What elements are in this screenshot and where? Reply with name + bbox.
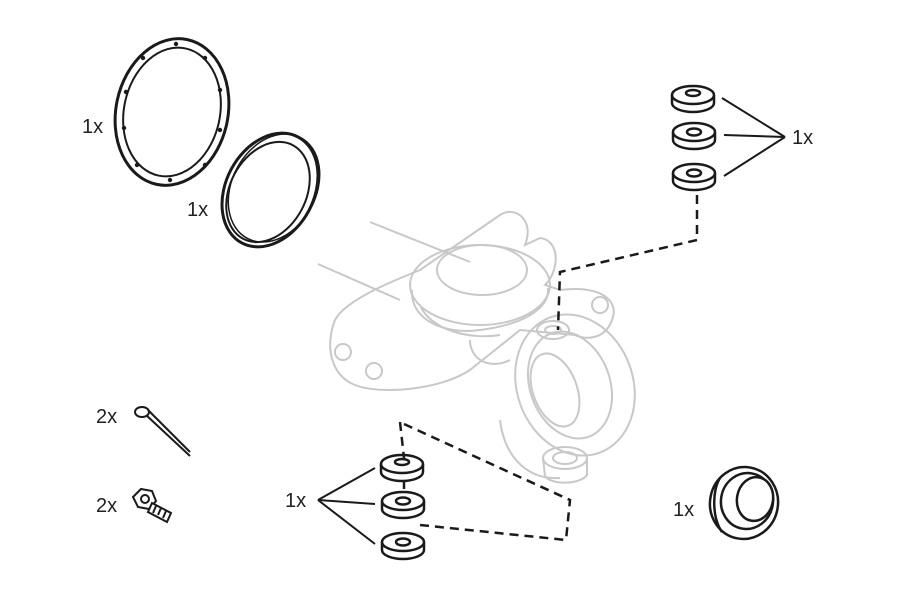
lower-leader-lines [317, 467, 376, 545]
seal-ring [220, 131, 321, 249]
bolt [131, 487, 173, 524]
upper-washers-quantity-label: 1x [792, 127, 813, 149]
gasket-quantity-label: 1x [82, 116, 103, 138]
cotter-pin-quantity-label: 2x [96, 406, 117, 428]
gasket-ring [113, 37, 231, 187]
lower-washer-2 [380, 490, 426, 520]
upper-assembly-dashed-line [556, 195, 699, 331]
upper-washer-1 [670, 84, 716, 114]
upper-leader-lines [721, 97, 786, 177]
cotter-pin [134, 406, 191, 457]
upper-washer-stack [670, 84, 717, 192]
upper-washer-2 [671, 121, 717, 151]
lower-assembly-dashed-line [398, 421, 572, 542]
seal-ring-quantity-label: 1x [187, 199, 208, 221]
lower-washer-3 [380, 531, 426, 561]
bushing-quantity-label: 1x [673, 499, 694, 521]
bushing [708, 465, 780, 541]
lower-washers-quantity-label: 1x [285, 490, 306, 512]
lower-washer-stack [379, 453, 426, 561]
lower-washer-1 [379, 453, 425, 483]
axle-housing [317, 210, 636, 484]
bolt-quantity-label: 2x [96, 495, 117, 517]
upper-washer-3 [671, 162, 717, 192]
